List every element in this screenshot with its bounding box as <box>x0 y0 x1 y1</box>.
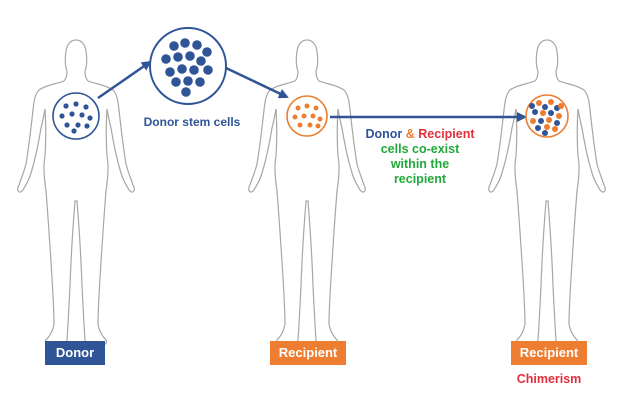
recipient-cells <box>292 103 323 129</box>
coexist-line-3: within the <box>390 157 450 171</box>
donor-cell <box>535 125 541 131</box>
recipient-cell <box>556 113 562 119</box>
donor-cell <box>202 47 212 57</box>
donor-cell <box>75 122 81 128</box>
recipient-cell <box>304 103 310 109</box>
donor-cell <box>195 77 205 87</box>
coexist-line-1: Donor & Recipient <box>355 127 485 142</box>
donor-cell <box>192 40 202 50</box>
coexist-line-2: cells co-exist <box>380 142 460 156</box>
recipient-cell <box>295 105 301 111</box>
recipient-cell <box>530 118 536 124</box>
donor-label: Donor <box>45 341 105 365</box>
donor-cell <box>83 104 89 110</box>
mixed-donor-recipient-cells <box>529 99 564 136</box>
coexist-donor-text: Donor <box>365 127 403 141</box>
donor-cell <box>196 56 206 66</box>
donor-cell <box>538 118 544 124</box>
donor-cell <box>165 67 175 77</box>
recipient-cell <box>315 123 321 129</box>
donor-stem-cells <box>161 38 213 97</box>
donor-cell <box>542 104 548 110</box>
donor-cell <box>59 113 65 119</box>
recipient-cell <box>552 126 558 132</box>
coexist-line-4: recipient <box>393 172 447 186</box>
donor-cell <box>87 115 93 121</box>
donor-cell <box>554 120 560 126</box>
donor-cell <box>181 87 191 97</box>
recipient-cell <box>548 99 554 105</box>
donor-cell <box>169 41 179 51</box>
donor-cells <box>59 101 93 134</box>
recipient-cell <box>310 113 316 119</box>
recipient-cell <box>558 103 564 109</box>
recipient-cell <box>307 122 313 128</box>
recipient-cell <box>540 110 546 116</box>
recipient-chimerism-body-outline <box>488 39 606 347</box>
donor-cell <box>185 51 195 61</box>
arrow-donor-to-stem-cells <box>97 60 152 100</box>
donor-cell <box>73 101 79 107</box>
donor-cell <box>548 110 554 116</box>
donor-cell <box>542 130 548 136</box>
recipient-label: Recipient <box>270 341 346 365</box>
donor-cell <box>173 52 183 62</box>
recipient-cell <box>297 122 303 128</box>
donor-cell <box>177 64 187 74</box>
donor-cell <box>79 112 85 118</box>
donor-cell <box>529 103 535 109</box>
donor-cell <box>161 54 171 64</box>
coexist-amp-text: & <box>402 127 419 141</box>
recipient-cell <box>544 124 550 130</box>
recipient-cell <box>536 100 542 106</box>
donor-cell <box>171 77 181 87</box>
coexist-recipient-text: Recipient <box>418 127 475 141</box>
donor-cell <box>532 109 538 115</box>
donor-cell <box>203 65 213 75</box>
recipient-cell <box>313 105 319 111</box>
donor-cell <box>183 76 193 86</box>
donor-cell <box>64 122 70 128</box>
recipient-chimerism-label: Recipient <box>511 341 587 365</box>
arrow-stem-cells-to-recipient <box>225 66 289 99</box>
recipient-cell <box>292 114 298 120</box>
donor-cell <box>69 111 75 117</box>
donor-cell <box>71 128 77 134</box>
chimerism-caption: Chimerism <box>516 372 582 386</box>
donor-stem-cells-caption: Donor stem cells <box>143 115 241 129</box>
donor-cell <box>84 123 90 129</box>
recipient-cell <box>301 113 307 119</box>
stem-cells-enlarged-circle <box>149 27 227 105</box>
recipient-cell <box>546 117 552 123</box>
donor-cell <box>189 65 199 75</box>
recipient-cell <box>317 116 323 122</box>
coexist-caption: Donor & Recipient cells co-exist within … <box>355 127 485 187</box>
donor-cell <box>63 103 69 109</box>
donor-cell <box>180 38 190 48</box>
